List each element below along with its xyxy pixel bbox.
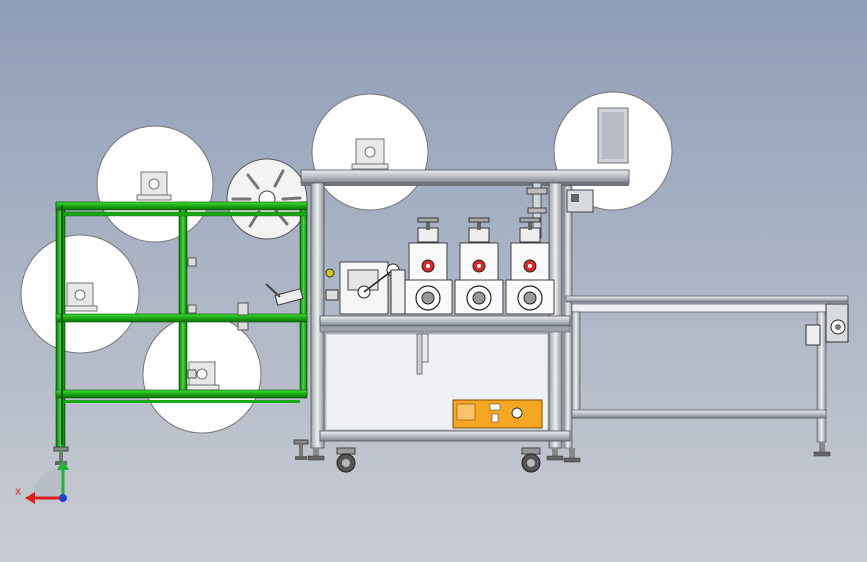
nosewire-reel xyxy=(226,158,308,240)
output-conveyor xyxy=(565,295,849,457)
green-loading-frame xyxy=(53,201,309,465)
station-3 xyxy=(505,217,555,315)
hub-top-center xyxy=(351,138,389,170)
triad-base xyxy=(33,468,63,498)
hub-middle-left xyxy=(62,282,98,312)
hub-upper-left xyxy=(136,171,172,201)
station-1 xyxy=(403,217,453,315)
caster-left xyxy=(336,447,356,473)
control-box xyxy=(452,399,543,429)
caster-right xyxy=(521,447,541,473)
main-aluminum-frame xyxy=(300,107,630,473)
station-2 xyxy=(454,217,504,315)
nosewire-feeder xyxy=(325,261,406,315)
welding-stations xyxy=(403,217,555,315)
triad-z-axis xyxy=(59,494,67,502)
triad-x-label: X xyxy=(15,488,21,498)
coordinate-triad: X Y xyxy=(15,449,69,504)
reel-hubs xyxy=(62,138,389,391)
triad-y-label: Y xyxy=(58,449,65,459)
tension-arm xyxy=(265,283,304,306)
